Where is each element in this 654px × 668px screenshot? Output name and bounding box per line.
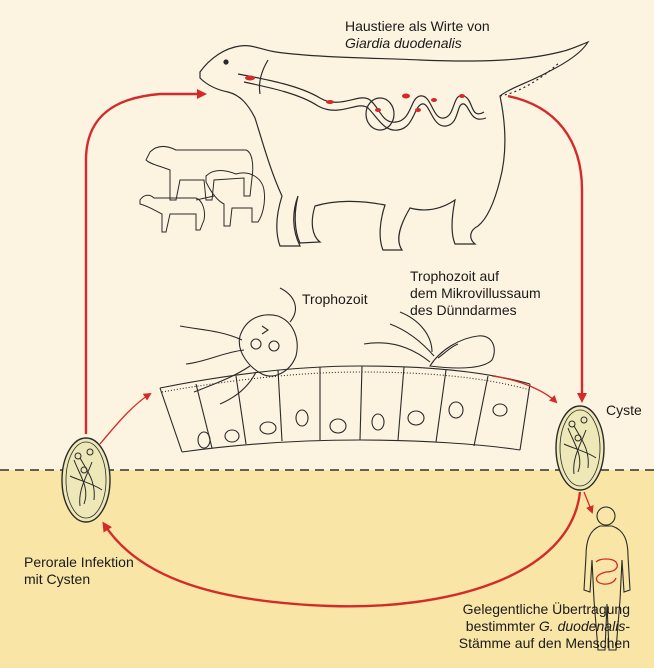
trophozoite-mucosa-line1: Trophozoit auf	[410, 268, 541, 285]
infection-label-line1: Perorale Infektion	[24, 554, 134, 571]
host-label-species: Giardia duodenalis	[345, 35, 490, 52]
trophozoite-mucosa-line3: des Dünndarmes	[410, 302, 541, 319]
cyst-label: Cyste	[606, 402, 642, 419]
host-label-line1: Haustiere als Wirte von	[345, 18, 490, 35]
trophozoite-label: Trophozoit	[302, 291, 368, 308]
transfer-label: Gelegentliche Übertragung bestimmter G. …	[459, 601, 630, 652]
transfer-label-species: G. duodenalis	[539, 618, 625, 634]
transfer-label-line2-prefix: bestimmter	[466, 618, 539, 634]
cyst-right	[556, 406, 604, 490]
transfer-label-line3: Stämme auf den Menschen	[459, 635, 630, 652]
infection-label: Perorale Infektion mit Cysten	[24, 554, 134, 588]
infection-label-line2: mit Cysten	[24, 571, 134, 588]
trophozoite-mucosa-line2: dem Mikrovillussaum	[410, 285, 541, 302]
cyst-left	[62, 438, 110, 522]
transfer-label-hyphen: -	[625, 618, 630, 634]
transfer-label-line2: bestimmter G. duodenalis-	[459, 618, 630, 635]
transfer-label-line1: Gelegentliche Übertragung	[459, 601, 630, 618]
trophozoite-mucosa-label: Trophozoit auf dem Mikrovillussaum des D…	[410, 268, 541, 319]
host-label: Haustiere als Wirte von Giardia duodenal…	[345, 18, 490, 52]
upper-background	[0, 0, 654, 470]
